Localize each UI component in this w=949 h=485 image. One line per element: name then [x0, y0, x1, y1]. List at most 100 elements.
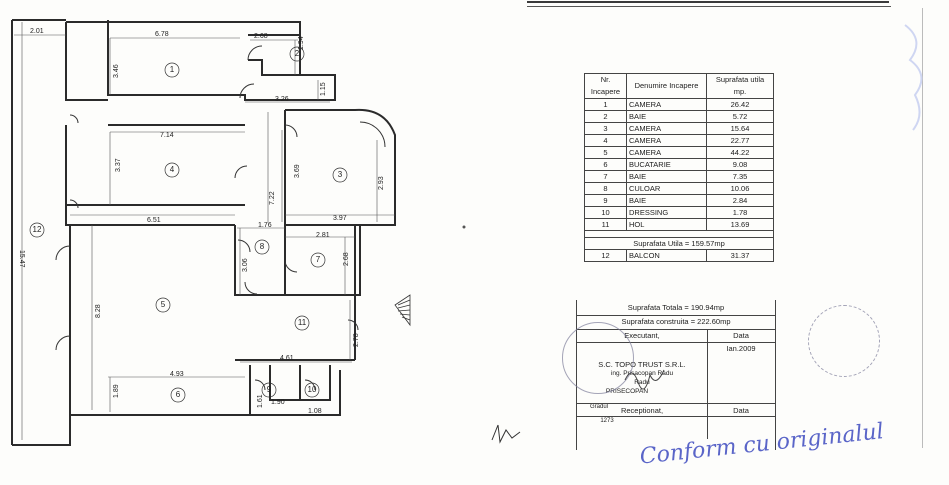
dim-493: 4.93 [170, 371, 184, 378]
dim-337: 3.37 [115, 158, 122, 172]
cell-name: CAMERA [626, 146, 707, 159]
signature-block: Suprafata Totala = 190.94mp Suprafata co… [576, 300, 776, 450]
cell-nr: 9 [584, 194, 627, 207]
faint-blue-marks [904, 24, 923, 131]
cell-area: 31.37 [706, 249, 774, 262]
header-name: Denumire Incapere [626, 73, 707, 99]
entrance-arrow-icon [394, 294, 411, 327]
floor-plan: 2.01 6.78 2.68 1.94 3.46 1.15 3.26 7.14 … [11, 19, 521, 446]
engineer-first-name: Radu [634, 379, 650, 386]
cell-name: CAMERA [626, 134, 707, 147]
cell-area: 2.84 [706, 194, 774, 207]
dim-397: 3.97 [333, 215, 347, 222]
cell-name: HOL [626, 218, 707, 231]
cell-nr: 6 [584, 158, 627, 171]
cell-name: CAMERA [626, 122, 707, 135]
header-nr: Nr. Incapere [584, 73, 627, 99]
official-stamp-right [808, 305, 880, 377]
receptionat-label: Receptionat, [620, 406, 664, 415]
cell-name: BAIE [626, 194, 707, 207]
top-border-line [527, 1, 889, 3]
cell-area: 22.77 [706, 134, 774, 147]
cell-name: DRESSING [626, 206, 707, 219]
date-value: Ian.2009 [726, 344, 756, 353]
cell-nr: 4 [584, 134, 627, 147]
dim-326: 3.26 [275, 96, 289, 103]
cell-name: CULOAR [626, 182, 707, 195]
dim-194: 1.94 [298, 36, 305, 50]
room-12-label: 12 [33, 225, 42, 234]
room-3-label: 3 [338, 170, 343, 179]
dim-189: 1.89 [113, 384, 120, 398]
dim-678: 6.78 [155, 31, 169, 38]
gradul-label: Gradul [589, 404, 608, 410]
cell-area: 26.42 [706, 98, 774, 111]
cell-nr: 11 [584, 218, 627, 231]
room-1-label: 1 [170, 65, 175, 74]
cell-area: 13.69 [706, 218, 774, 231]
dim-108: 1.08 [308, 408, 322, 415]
cell-nr: 5 [584, 146, 627, 159]
dim-293: 2.93 [378, 176, 385, 190]
dim-306: 3.06 [242, 258, 249, 272]
room-7-label: 7 [316, 255, 321, 264]
data-label: Data [733, 331, 749, 340]
room-8-label: 8 [260, 242, 265, 251]
dim-115: 1.15 [320, 82, 327, 96]
cell-name: BALCON [626, 249, 707, 262]
divider [577, 403, 775, 404]
cell-nr: 7 [584, 170, 627, 183]
cell-name: BUCATARIE [626, 158, 707, 171]
dot-mark [462, 225, 466, 229]
dim-346: 3.46 [113, 64, 120, 78]
cell-area: 15.64 [706, 122, 774, 135]
dim-1547: 15.47 [18, 250, 25, 268]
dim-651: 6.51 [147, 217, 161, 224]
room-4-label: 4 [170, 165, 175, 174]
dim-722: 7.22 [269, 191, 276, 205]
built-area: Suprafata construita = 222.60mp [621, 317, 731, 326]
cell-nr: 3 [584, 122, 627, 135]
room-11-label: 11 [298, 318, 307, 327]
cell-name: BAIE [626, 110, 707, 123]
spacer-cell [584, 230, 774, 238]
total-area: Suprafata Totala = 190.94mp [627, 303, 725, 312]
dim-268: 2.68 [254, 33, 268, 40]
divider [577, 329, 775, 330]
data-label-2: Data [733, 406, 749, 415]
dim-161: 1.61 [257, 394, 264, 408]
cell-nr: 8 [584, 182, 627, 195]
cell-nr: 1 [584, 98, 627, 111]
room-5-label: 5 [161, 300, 166, 309]
engineer-surname: PRISECOPAN [605, 388, 649, 395]
cell-area: 10.06 [706, 182, 774, 195]
engineer-name: ing. Prisacopan Radu [610, 370, 674, 377]
cell-nr: 12 [584, 249, 627, 262]
dim-201: 2.01 [30, 28, 44, 35]
header-area: Suprafata utila mp. [706, 73, 774, 99]
cell-name: CAMERA [626, 98, 707, 111]
dim-369: 3.69 [294, 164, 301, 178]
executant-label: Executant, [624, 331, 660, 340]
signature-scribble [624, 369, 665, 390]
dim-268b: 2.68 [343, 252, 350, 266]
divider [577, 416, 775, 417]
dim-281: 2.81 [316, 232, 330, 239]
dim-190: 1.90 [271, 399, 285, 406]
dim-828: 8.28 [95, 304, 102, 318]
dim-278: 2.78 [353, 333, 360, 347]
room-6-label: 6 [176, 390, 181, 399]
room-2-label: 2 [295, 49, 300, 58]
cell-area: 1.78 [706, 206, 774, 219]
room-9-label: 9 [267, 385, 272, 394]
rooms-table: Nr. Incapere Denumire Incapere Suprafata… [584, 73, 774, 262]
